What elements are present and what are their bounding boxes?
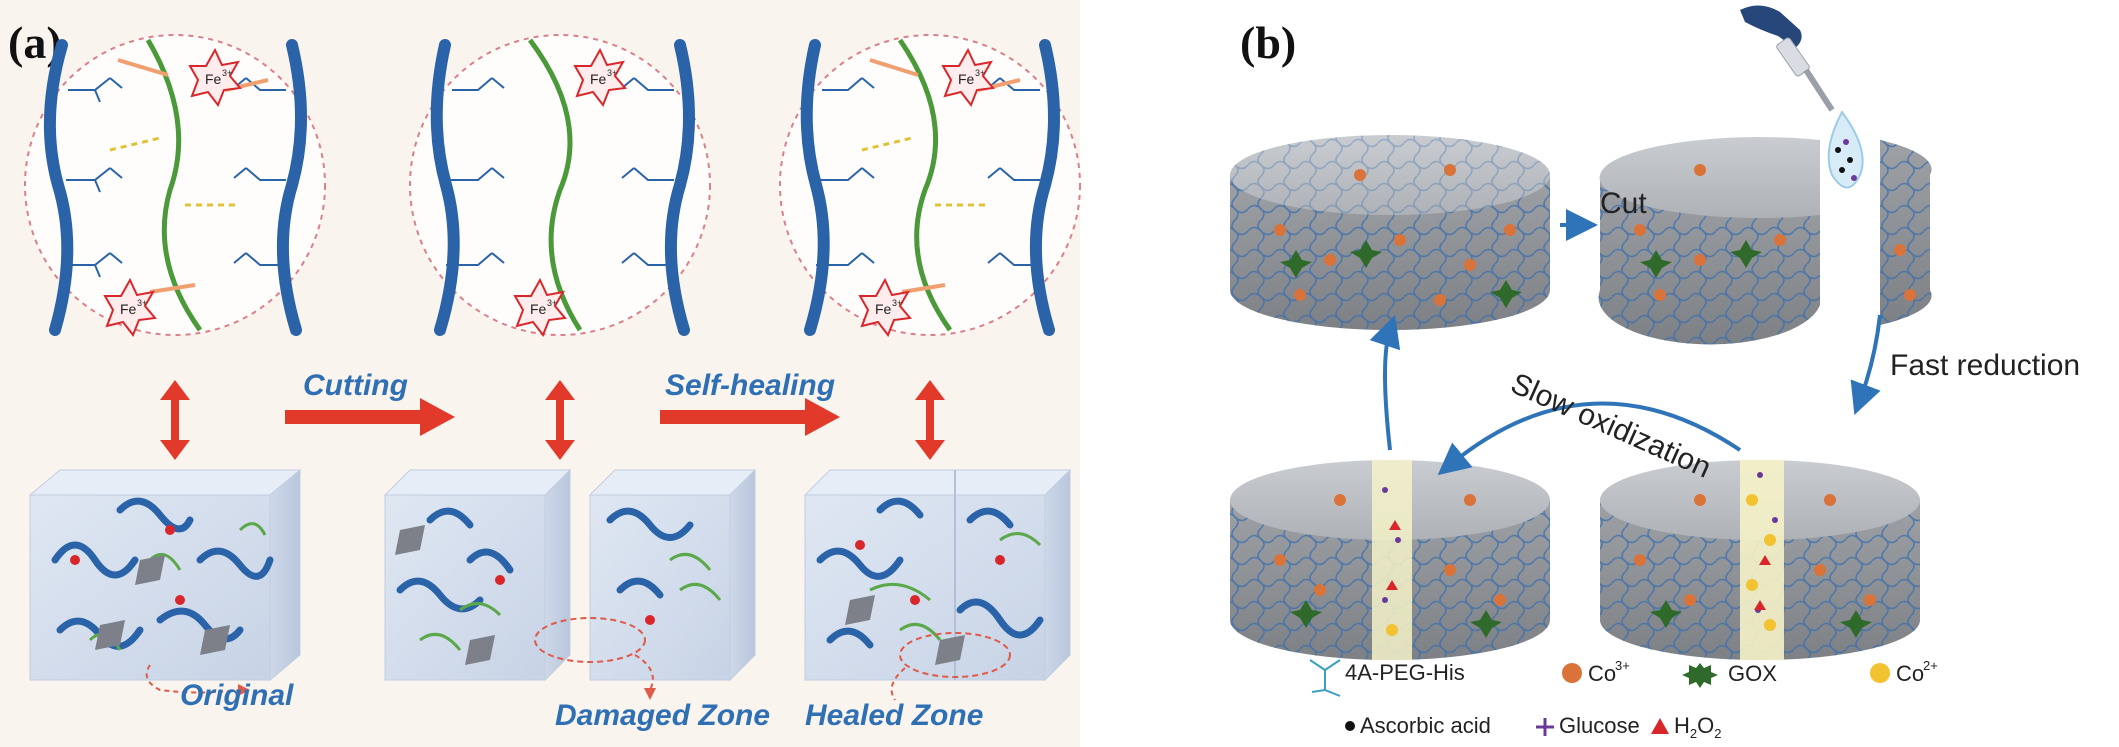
hydrogel-disc-intact — [1230, 135, 1550, 330]
original-label: Original — [180, 679, 294, 712]
svg-text:Fe: Fe — [120, 301, 137, 317]
hydrogel-block-damaged-right — [588, 468, 757, 682]
svg-text:3+: 3+ — [975, 68, 985, 78]
panel-a: (a) Fe 3+ — [0, 0, 1081, 747]
gox-icon — [1682, 663, 1718, 688]
svg-text:Fe: Fe — [530, 301, 547, 317]
hydrogel-disc-oxidized — [1230, 460, 1550, 660]
blue-chain-right — [1029, 39, 1060, 336]
svg-text:Co: Co — [1588, 661, 1616, 686]
fe-ion-icon: Fe 3+ — [188, 47, 242, 108]
svg-text:2+: 2+ — [1923, 658, 1938, 673]
blue-chain-left — [43, 39, 74, 336]
h2o2-icon — [1651, 718, 1669, 734]
fast-reduction-label: Fast reduction — [1890, 349, 2080, 382]
legend-item-glucose: Glucose — [1536, 713, 1640, 738]
blue-chain-right — [276, 39, 307, 336]
svg-text:Co: Co — [1896, 661, 1924, 686]
double-arrow-icon — [915, 380, 945, 460]
co2-icon — [1870, 663, 1890, 683]
legend-item-peg: 4A-PEG-His — [1309, 659, 1465, 697]
healed-zone-label: Healed Zone — [805, 699, 983, 732]
blue-chain-right — [664, 39, 695, 336]
blue-chain-left — [800, 39, 830, 336]
peg-icon — [1309, 659, 1341, 697]
healed-zone-marker — [890, 632, 1011, 701]
network-circle-healed: Fe 3+ Fe 3+ — [779, 34, 1081, 338]
slow-oxidization-arrow: Slow oxidization — [1369, 314, 1742, 485]
svg-text:Fe: Fe — [590, 71, 607, 87]
hydrogel-disc-reduced — [1600, 460, 1920, 660]
legend-item-co2: Co 2+ — [1870, 658, 1938, 686]
fe-ion-icon: Fe 3+ — [573, 47, 627, 108]
cut-arrow: Cut — [1560, 187, 1647, 241]
svg-text:Ascorbic acid: Ascorbic acid — [1360, 713, 1491, 738]
blue-chain-left — [430, 39, 460, 336]
glucose-icon — [1536, 718, 1554, 736]
hydrogel-block-original — [28, 468, 302, 682]
network-circle-original: Fe 3+ Fe 3+ — [24, 34, 326, 338]
self-healing-label: Self-healing — [665, 369, 835, 402]
svg-text:3+: 3+ — [137, 298, 147, 308]
co3-icon — [1562, 663, 1582, 683]
cutting-arrow: Cutting — [285, 369, 455, 436]
legend-item-ascorbic: Ascorbic acid — [1345, 713, 1491, 738]
self-healing-arrow: Self-healing — [660, 369, 840, 436]
damaged-zone-marker — [534, 617, 656, 700]
svg-text:3+: 3+ — [222, 68, 232, 78]
legend: 4A-PEG-His Co 3+ GOX Co 2+ Ascorbic acid — [1309, 658, 1938, 741]
cutting-label: Cutting — [303, 369, 408, 402]
panel-b-label: (b) — [1240, 17, 1296, 68]
double-arrow-icon — [545, 380, 575, 460]
svg-text:GOX: GOX — [1728, 661, 1777, 686]
hydrogel-disc-cut — [1598, 137, 1932, 345]
svg-text:4A-PEG-His: 4A-PEG-His — [1345, 660, 1465, 685]
ascorbic-acid-icon — [1345, 721, 1355, 731]
svg-text:Fe: Fe — [205, 71, 222, 87]
svg-text:3+: 3+ — [1615, 658, 1630, 673]
svg-text:3+: 3+ — [607, 68, 617, 78]
slow-oxidization-label: Slow oxidization — [1506, 367, 1716, 485]
svg-text:3+: 3+ — [547, 298, 557, 308]
svg-text:3+: 3+ — [892, 298, 902, 308]
double-arrow-icon — [160, 380, 190, 460]
legend-item-h2o2: H2O2 — [1651, 713, 1721, 741]
hydrogel-block-healed — [803, 468, 1072, 682]
cut-label: Cut — [1600, 187, 1647, 220]
fe-ion-icon: Fe 3+ — [858, 277, 912, 338]
fe-ion-icon: Fe 3+ — [103, 277, 157, 338]
dropper-icon — [1740, 5, 1864, 189]
green-chain — [527, 38, 583, 332]
fe-ion-icon: Fe 3+ — [513, 277, 567, 338]
svg-text:Fe: Fe — [875, 301, 892, 317]
fe-ion-icon: Fe 3+ — [941, 47, 995, 108]
network-circle-cut: Fe 3+ Fe 3+ — [409, 34, 711, 338]
hydrogel-block-damaged-left — [383, 468, 572, 682]
original-pointer — [145, 664, 250, 696]
svg-text:Glucose: Glucose — [1559, 713, 1640, 738]
svg-text:H2O2: H2O2 — [1674, 713, 1721, 741]
legend-item-gox: GOX — [1682, 661, 1777, 688]
legend-item-co3: Co 3+ — [1562, 658, 1630, 686]
panel-b: (b) — [1230, 5, 2080, 741]
damaged-zone-label: Damaged Zone — [555, 699, 770, 732]
fast-reduction-arrow: Fast reduction — [1850, 314, 2080, 415]
svg-text:Fe: Fe — [958, 71, 975, 87]
